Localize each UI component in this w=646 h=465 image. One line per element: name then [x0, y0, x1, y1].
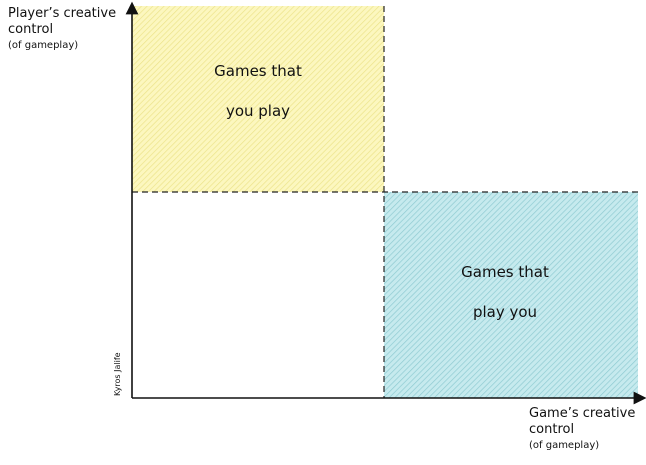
- top-left-line-2: you play: [225, 102, 291, 120]
- bottom-right-line-2: play you: [472, 303, 538, 321]
- y-axis-subtitle: (of gameplay): [8, 39, 79, 51]
- x-axis-label: Game’s creative control (of gameplay): [529, 406, 639, 452]
- x-axis-subtitle: (of gameplay): [529, 439, 600, 451]
- x-axis-title: Game’s creative control: [529, 406, 636, 438]
- bottom-right-line-1: Games that: [461, 263, 549, 281]
- top-left-quadrant-label: Games that you play: [160, 62, 356, 120]
- y-axis-label: Player’s creative control (of gameplay): [8, 6, 128, 52]
- top-left-line-1: Games that: [214, 62, 302, 80]
- top-left-quadrant: [132, 6, 384, 192]
- y-axis-title: Player’s creative control: [8, 6, 117, 38]
- author-credit: Kyros Jalife: [113, 352, 122, 396]
- bottom-right-quadrant: [384, 192, 638, 398]
- bottom-right-quadrant-label: Games that play you: [407, 263, 603, 321]
